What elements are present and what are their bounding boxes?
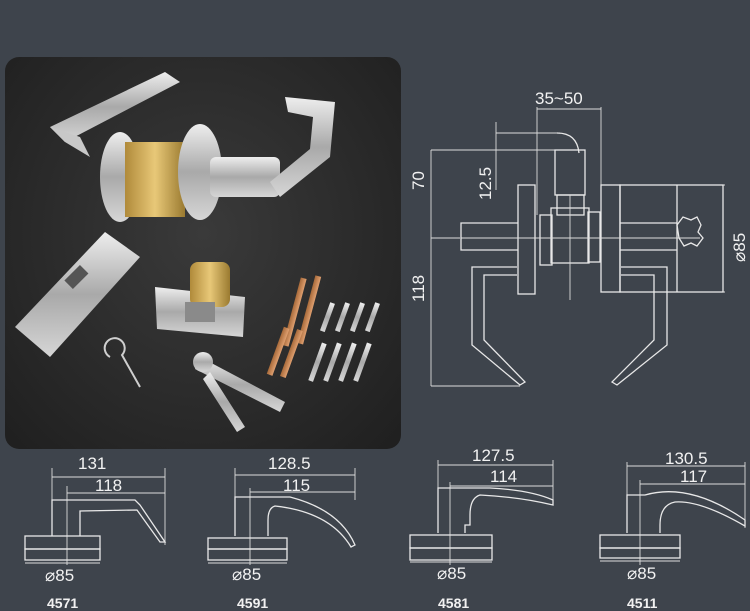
- rose-diameter: ⌀85: [45, 566, 74, 585]
- right-lever: [610, 266, 668, 386]
- latch-offset-label: 12.5: [476, 167, 495, 200]
- lever-length-label: 118: [409, 275, 428, 302]
- overall-length: 127.5: [472, 446, 515, 465]
- key-ring: [103, 337, 141, 388]
- overall-length: 128.5: [268, 454, 311, 473]
- keys: [193, 352, 285, 432]
- lockset-parts-illustration: [15, 72, 380, 432]
- model-4571: 131 118 ⌀85 4571: [24, 454, 167, 611]
- rose-diameter: ⌀85: [232, 565, 261, 584]
- rose-diameter: ⌀85: [627, 564, 656, 583]
- overall-length: 130.5: [665, 449, 708, 468]
- lever-length: 115: [283, 476, 310, 495]
- lever-length: 117: [680, 467, 707, 486]
- lever-lockset: [50, 72, 335, 222]
- model-number: 4511: [627, 595, 658, 611]
- lever-length: 114: [490, 467, 517, 486]
- latch: [155, 262, 245, 337]
- left-lever: [471, 266, 527, 386]
- model-4581: 127.5 114 ⌀85 4581: [409, 446, 554, 611]
- main-section-drawing: 35~50 70 12.5 118 ⌀85: [409, 89, 749, 387]
- model-4511: 130.5 117 ⌀85 4511: [599, 449, 746, 611]
- backset-label: 35~50: [535, 89, 583, 108]
- model-number: 4581: [438, 595, 469, 611]
- lever-length: 118: [95, 476, 122, 495]
- rose-diameter-label: ⌀85: [730, 233, 749, 262]
- model-number: 4571: [47, 595, 78, 611]
- model-number: 4591: [237, 595, 268, 611]
- strike-plate: [15, 232, 140, 357]
- overall-length: 131: [78, 454, 106, 473]
- cylinder-key-icon: [676, 216, 704, 247]
- rose-diameter: ⌀85: [437, 564, 466, 583]
- model-4591: 128.5 115 ⌀85 4591: [207, 454, 356, 611]
- product-photo: [5, 57, 401, 449]
- screws: [266, 275, 380, 382]
- height-top-label: 70: [409, 171, 428, 190]
